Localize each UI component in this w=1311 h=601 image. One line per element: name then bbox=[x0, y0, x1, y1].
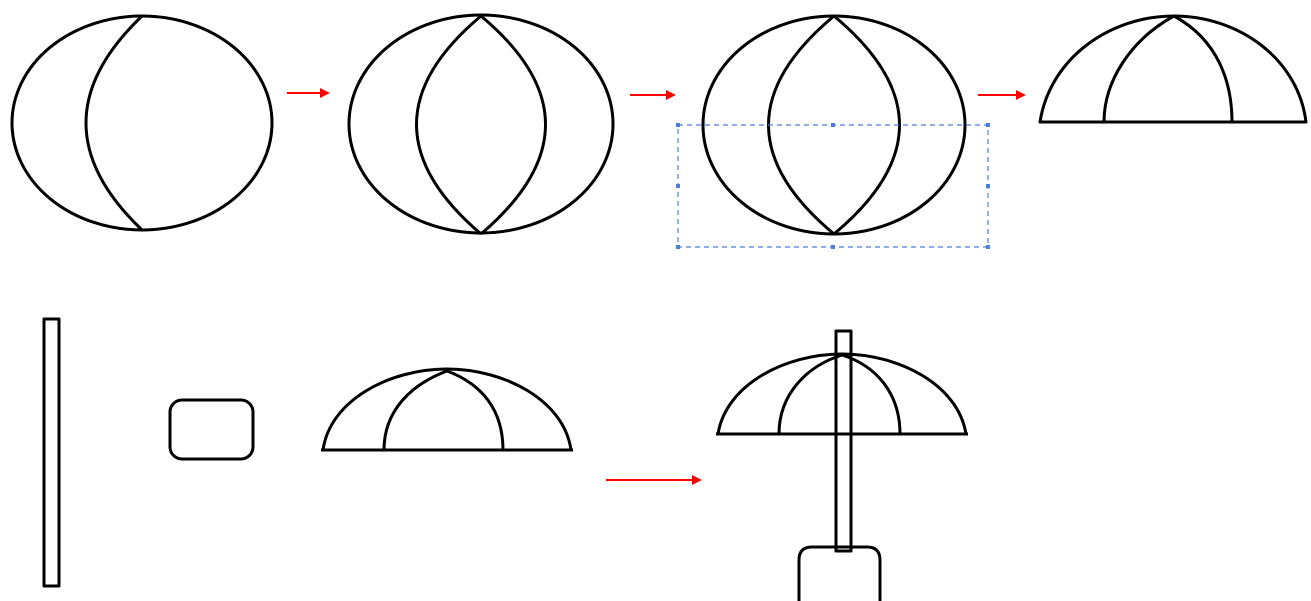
step-2-outer-ellipse bbox=[347, 13, 615, 235]
assembled-umbrella bbox=[716, 329, 968, 601]
step-2-ellipse-lens bbox=[347, 13, 615, 236]
step-4-dome-outline bbox=[1038, 14, 1308, 124]
step-3-right-arc bbox=[833, 14, 901, 236]
selection-handle-mr[interactable] bbox=[986, 184, 990, 188]
selection-handle-bm[interactable] bbox=[831, 245, 835, 249]
step-4-inner-right-arc bbox=[1173, 14, 1234, 123]
selection-box[interactable] bbox=[676, 123, 990, 249]
step-1-outer-ellipse bbox=[10, 14, 274, 232]
step-1-ellipse-single-arc bbox=[10, 14, 274, 232]
canopy-outer-section bbox=[321, 367, 573, 452]
step-4-half-dome-outline bbox=[1038, 14, 1308, 124]
umbrella-canopy-inner bbox=[777, 353, 902, 436]
umbrella-pole bbox=[834, 329, 853, 553]
umbrella-canopy-outer bbox=[716, 352, 968, 436]
part-handle bbox=[168, 398, 255, 461]
selection-handle-bl[interactable] bbox=[676, 245, 680, 249]
step-2-right-arc bbox=[480, 14, 547, 236]
selection-handle-br[interactable] bbox=[986, 245, 990, 249]
selection-handle-tm[interactable] bbox=[831, 123, 835, 127]
step-3-ellipse-lens-selected bbox=[676, 14, 990, 249]
umbrella-handle bbox=[797, 545, 882, 601]
part-canopy bbox=[321, 367, 573, 452]
selection-handle-tr[interactable] bbox=[986, 123, 990, 127]
canopy-inner-section bbox=[382, 369, 505, 452]
step-4-inner-left-arc bbox=[1102, 14, 1175, 123]
step-1-inner-arc bbox=[84, 14, 144, 232]
selection-handle-ml[interactable] bbox=[676, 184, 680, 188]
selection-handle-tl[interactable] bbox=[676, 123, 680, 127]
step-2-left-arc bbox=[415, 14, 482, 236]
part-pole bbox=[42, 317, 61, 588]
